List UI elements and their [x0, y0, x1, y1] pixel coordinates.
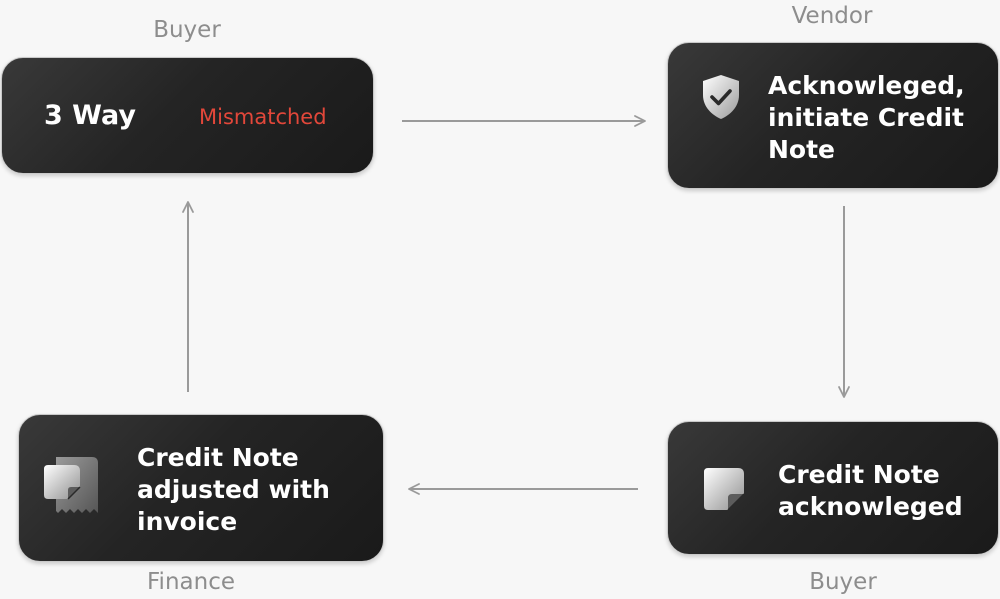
- vendor-ack-line-2: initiate Credit: [768, 103, 964, 132]
- finance-adjusted-line-2: adjusted with: [137, 475, 330, 504]
- finance-adjusted-line-3: invoice: [137, 507, 238, 536]
- finance-adjusted-line-1: Credit Note: [137, 443, 299, 472]
- buyer-ack-text: Credit Note acknowleged: [778, 459, 963, 523]
- buyer-ack-line-1: Credit Note: [778, 460, 940, 489]
- role-label-buyer-bottom: Buyer: [809, 569, 877, 595]
- vendor-ack-line-1: Acknowleged,: [768, 71, 965, 100]
- role-label-buyer-top: Buyer: [153, 17, 221, 43]
- role-label-vendor: Vendor: [791, 3, 873, 29]
- document-icon: [702, 466, 746, 516]
- receipt-document-icon: [42, 455, 102, 523]
- finance-adjusted-card[interactable]: Credit Note adjusted with invoice: [18, 414, 384, 562]
- three-way-title: 3 Way: [44, 100, 136, 131]
- vendor-ack-line-3: Note: [768, 135, 836, 164]
- vendor-ack-text: Acknowleged, initiate Credit Note: [768, 70, 965, 166]
- role-label-finance: Finance: [147, 569, 235, 595]
- mismatch-status: Mismatched: [199, 105, 327, 129]
- buyer-ack-card[interactable]: Credit Note acknowleged: [667, 421, 999, 555]
- buyer-ack-line-2: acknowleged: [778, 492, 963, 521]
- finance-adjusted-text: Credit Note adjusted with invoice: [137, 442, 330, 538]
- vendor-ack-card[interactable]: Acknowleged, initiate Credit Note: [667, 42, 999, 189]
- three-way-card[interactable]: 3 Way Mismatched: [1, 57, 374, 174]
- shield-check-icon: [699, 73, 743, 125]
